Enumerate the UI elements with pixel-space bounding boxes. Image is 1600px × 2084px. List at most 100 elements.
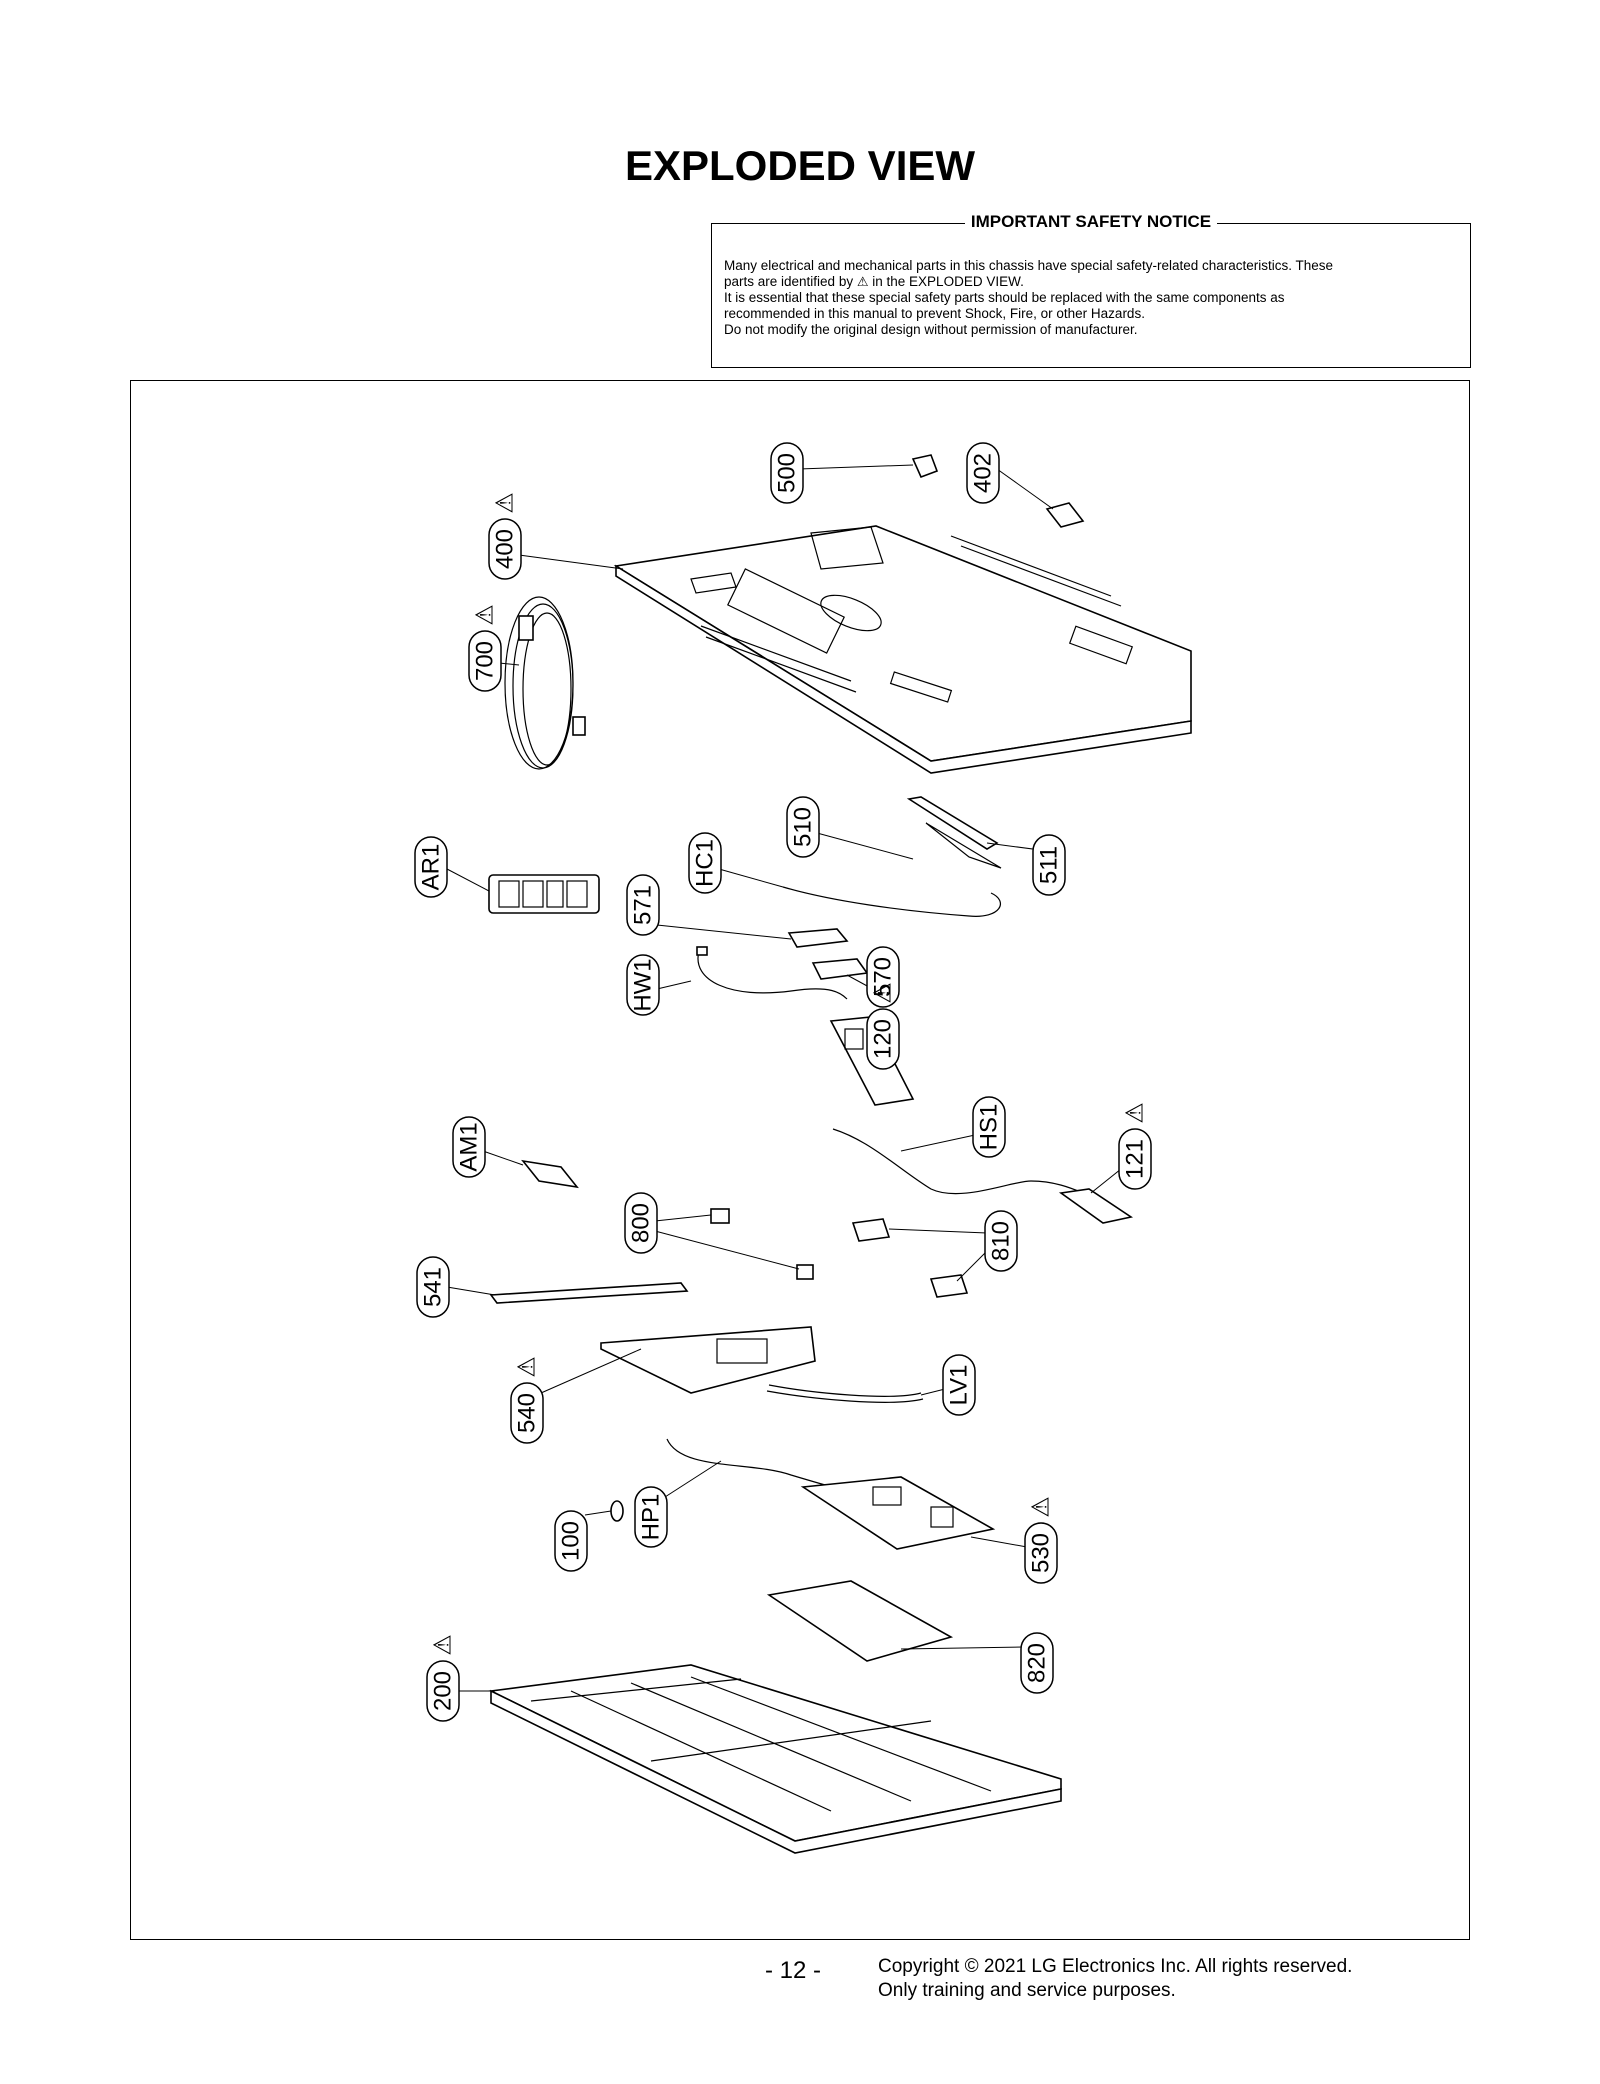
callout-text-HW1: HW1 <box>630 958 657 1011</box>
part-541-bracket <box>489 1282 689 1304</box>
callout-text-HP1: HP1 <box>638 1494 665 1541</box>
callout-pill-100 <box>554 1510 588 1572</box>
callout-540: 540 ⚠ <box>510 1356 544 1444</box>
callout-pill-121 <box>1118 1128 1152 1190</box>
callout-pill-530 <box>1024 1522 1058 1584</box>
part-100-grommet <box>610 1500 624 1522</box>
callout-text-HS1: HS1 <box>976 1104 1003 1151</box>
callout-571: 571 <box>626 874 660 936</box>
callout-text-120: 120 <box>870 1019 897 1059</box>
part-820-insulator <box>766 1580 954 1662</box>
notice-line-3: It is essential that these special safet… <box>724 290 1285 305</box>
safety-notice-box: IMPORTANT SAFETY NOTICE Many electrical … <box>711 212 1471 368</box>
copyright-line: Copyright © 2021 LG Electronics Inc. All… <box>878 1956 1353 1977</box>
part-200-front-frame <box>488 1664 1062 1854</box>
part-AM1-clip <box>521 1159 579 1189</box>
callout-LV1: LV1 <box>942 1354 976 1416</box>
callout-text-511: 511 <box>1036 846 1063 884</box>
usage-note: Only training and service purposes. <box>878 1980 1176 2001</box>
callout-text-510: 510 <box>790 807 817 847</box>
callout-pill-200 <box>426 1660 460 1722</box>
callout-pill-400 <box>488 518 522 580</box>
notice-line-2: parts are identified by ⚠ in the EXPLODE… <box>724 274 1024 289</box>
callout-820: 820 <box>1020 1632 1054 1694</box>
callout-AM1: AM1 <box>452 1116 486 1178</box>
callout-511: 511 <box>1032 834 1066 896</box>
callout-200: 200⚠ <box>426 1634 460 1722</box>
callout-text-100: 100 <box>558 1521 585 1561</box>
callout-pill-510 <box>786 796 820 858</box>
callout-810: 810 <box>984 1210 1018 1272</box>
safety-warning-icon-120: ⚠ <box>870 982 897 1004</box>
part-810-clips <box>851 1218 969 1298</box>
callout-text-700: 700 <box>472 641 499 681</box>
leader-lines <box>446 464 1122 1692</box>
callout-541: 541 <box>416 1256 450 1318</box>
notice-line-5: Do not modify the original design withou… <box>724 322 1138 337</box>
callout-pill-571 <box>626 874 660 936</box>
part-540-main-board <box>600 1326 816 1394</box>
callout-text-810: 810 <box>988 1221 1015 1261</box>
notice-line-1: Many electrical and mechanical parts in … <box>724 258 1334 273</box>
safety-warning-icon-530: ⚠ <box>1028 1496 1055 1518</box>
callout-HS1: HS1 <box>972 1096 1006 1158</box>
callout-text-571: 571 <box>630 885 657 925</box>
safety-warning-icon-200: ⚠ <box>430 1634 457 1656</box>
callout-402: 402 <box>966 442 1000 504</box>
callout-700: 700 ⚠ <box>468 604 502 692</box>
callout-text-570: 570 <box>870 957 897 997</box>
page-title: EXPLODED VIEW <box>624 142 976 189</box>
notice-line-4: recommended in this manual to prevent Sh… <box>724 306 1145 321</box>
part-AR1-label <box>488 874 600 914</box>
callout-pill-820 <box>1020 1632 1054 1694</box>
callout-pill-570 <box>866 946 900 1008</box>
callout-text-402: 402 <box>970 453 997 493</box>
callout-pill-LV1 <box>942 1354 976 1416</box>
callout-800: 800 <box>624 1192 658 1254</box>
safety-notice-text: Many electrical and mechanical parts in … <box>724 258 1458 338</box>
callout-pill-HC1 <box>688 832 722 894</box>
callout-pill-HS1 <box>972 1096 1006 1158</box>
safety-warning-icon-540: ⚠ <box>514 1356 541 1378</box>
callout-pill-AM1 <box>452 1116 486 1178</box>
page-number: - 12 - <box>765 1957 822 1984</box>
part-500-bracket <box>911 454 939 479</box>
callout-pill-540 <box>510 1382 544 1444</box>
warning-triangle-icon: ⚠ <box>856 274 869 289</box>
callout-text-820: 820 <box>1024 1643 1051 1683</box>
callout-HC1: HC1 <box>688 832 722 894</box>
callout-text-HC1: HC1 <box>692 839 719 887</box>
part-HS1-wire <box>832 1128 1092 1197</box>
callout-pill-HP1 <box>634 1486 668 1548</box>
callout-120: 120 ⚠ <box>866 982 900 1070</box>
callout-121: 121 ⚠ <box>1118 1102 1152 1190</box>
callout-pill-800 <box>624 1192 658 1254</box>
callout-AR1: AR1 <box>414 836 448 898</box>
callout-pill-120 <box>866 1008 900 1070</box>
callout-pill-402 <box>966 442 1000 504</box>
callout-500: 500 <box>770 442 804 504</box>
callout-pill-810 <box>984 1210 1018 1272</box>
callout-text-400: 400 <box>492 529 519 569</box>
safety-warning-icon-121: ⚠ <box>1122 1102 1149 1124</box>
callout-pill-511 <box>1032 834 1066 896</box>
callout-text-541: 541 <box>420 1267 447 1307</box>
callout-text-530: 530 <box>1028 1533 1055 1573</box>
callout-HW1: HW1 <box>626 954 660 1016</box>
callout-pill-500 <box>770 442 804 504</box>
callout-text-540: 540 <box>514 1393 541 1433</box>
callout-text-AM1: AM1 <box>456 1122 483 1171</box>
part-LV1-cable <box>766 1384 924 1403</box>
part-571-570-module <box>787 928 869 980</box>
part-HW1-wire <box>696 946 848 1000</box>
part-800-clips <box>710 1208 814 1280</box>
safety-warning-icon-400: ⚠ <box>492 492 519 514</box>
part-700-power-cord <box>504 596 586 770</box>
callout-400: 400 ⚠ <box>488 492 522 580</box>
part-530-power-board <box>800 1476 996 1550</box>
part-511-board <box>906 796 1002 869</box>
callout-text-121: 121 <box>1122 1139 1149 1179</box>
safety-warning-icon-700: ⚠ <box>472 604 499 626</box>
callout-pill-AR1 <box>414 836 448 898</box>
